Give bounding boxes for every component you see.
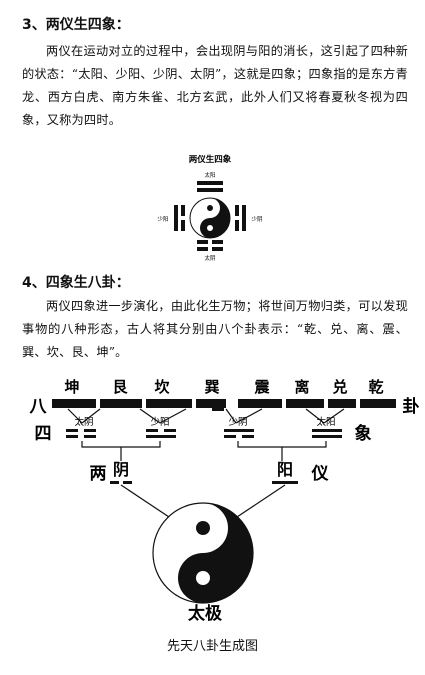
section-4-heading: 4、四象生八卦： xyxy=(22,275,130,291)
figure1-label-top: 太阳 xyxy=(204,171,215,179)
trigram-label-kun: 坤 xyxy=(64,378,79,396)
xiang-label-taiyin: 太阴 xyxy=(74,416,93,428)
figure1-label-right: 少阴 xyxy=(251,215,263,223)
taiji-symbol-small xyxy=(189,197,231,239)
figure1-label-left: 少阳 xyxy=(157,215,168,223)
middle-branches xyxy=(81,441,327,461)
trigram-label-gen: 艮 xyxy=(112,378,128,396)
section-3-heading: 3、两仪生四象： xyxy=(22,17,130,33)
bottom-trigram-bars xyxy=(197,240,223,251)
xiang-label-shaoyang: 少阳 xyxy=(150,417,169,428)
xiang-label-taiyang: 太阳 xyxy=(316,416,335,428)
eight-trigrams-figure: 坤 艮 坎 巽 震 离 兑 乾 八 卦 四 象 两 仪 xyxy=(30,378,420,624)
taiji-label: 太极 xyxy=(188,603,222,624)
right-trigram-bars xyxy=(235,205,246,231)
side-char-ba: 八 xyxy=(30,397,48,417)
trigram-label-xun: 巽 xyxy=(204,378,219,396)
trigram-label-dui: 兑 xyxy=(332,378,347,396)
yi-label-yin: 阴 xyxy=(113,460,129,479)
trigram-label-li: 离 xyxy=(294,378,309,396)
top-trigram-bars xyxy=(197,181,223,192)
figure-caption: 先天八卦生成图 xyxy=(166,639,258,654)
xiang-label-shaoyin: 少阴 xyxy=(228,417,247,428)
two-yi-bars xyxy=(110,481,298,484)
upper-branches xyxy=(67,408,345,424)
figure1-label-bottom: 太阴 xyxy=(204,254,216,262)
section-4-paragraph: 两仪四象进一步演化，由此化生万物；将世间万物归类，可以发现事物的八种形态，古人将… xyxy=(22,299,408,359)
section-3-paragraph: 两仪在运动对立的过程中，会出现阴与阳的消长，这引起了四种新的状态：“太阳、少阳、… xyxy=(22,44,408,127)
side-char-xiang: 象 xyxy=(355,423,372,444)
left-trigram-bars xyxy=(174,205,185,231)
trigram-label-qian: 乾 xyxy=(368,378,383,396)
side-char-gua: 卦 xyxy=(403,397,420,417)
figure1-title: 两仪生四象 xyxy=(189,154,232,165)
trigram-band xyxy=(52,399,396,411)
taiji-symbol-large xyxy=(152,502,254,604)
yi-label-yang: 阳 xyxy=(277,460,293,479)
trigram-label-kan: 坎 xyxy=(154,378,169,396)
four-image-bars xyxy=(66,429,342,438)
four-images-figure: 两仪生四象 太阳 太阴 少阳 少阴 xyxy=(157,154,263,262)
side-char-yi: 仪 xyxy=(311,464,330,484)
side-char-liang: 两 xyxy=(90,464,107,484)
side-char-si: 四 xyxy=(35,424,52,444)
trigram-label-zhen: 震 xyxy=(254,378,270,396)
